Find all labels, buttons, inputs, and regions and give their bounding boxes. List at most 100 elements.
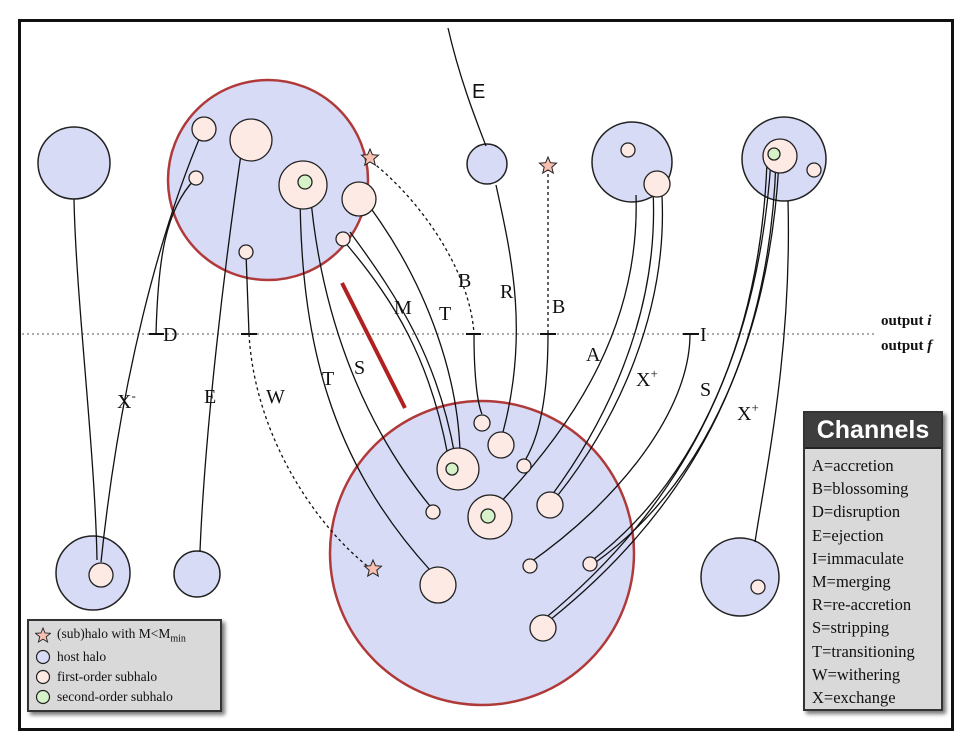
channel-item: R=re-accretion (812, 595, 912, 615)
label-t-low: T (322, 368, 334, 390)
track-e-top (447, 27, 487, 147)
label-x-plus-mid: X+ (636, 366, 658, 391)
track-d (155, 178, 196, 335)
host-halo-top-e (466, 143, 508, 185)
label-a: A (586, 344, 601, 366)
track-x-minus-host (73, 198, 98, 561)
first-order-subhalos (88, 116, 822, 642)
legend-first-text: first-order subhalo (57, 669, 158, 684)
label-b-right: B (552, 296, 565, 318)
symbol-legend-box: (sub)halo with M<Mmin host halo first-or… (27, 619, 222, 712)
track-s-low (309, 189, 431, 507)
label-t-mid: T (439, 303, 451, 325)
trajectory-lines (73, 27, 790, 621)
legend-row-second: second-order subhalo (35, 686, 173, 708)
host-halo-top-left (37, 126, 111, 200)
subhalo (750, 579, 766, 595)
channel-item: A=accretion (812, 456, 894, 475)
track-t-mid (371, 209, 461, 453)
subhalo (238, 244, 254, 260)
star-icon (360, 147, 380, 167)
track-r (495, 184, 517, 433)
channel-item: E=ejection (812, 525, 884, 545)
dashed-trajectories (248, 161, 549, 569)
label-d: D (163, 324, 177, 346)
subhalo (335, 231, 351, 247)
channel-item: S=stripping (812, 618, 890, 638)
star-icon (35, 627, 51, 643)
subhalo (487, 431, 515, 459)
host-halo-bottom-right (700, 537, 780, 617)
star-icon (363, 558, 383, 578)
second-order-subhalo (767, 147, 781, 161)
track-b-left (473, 333, 483, 415)
legend-row-host: host halo (35, 646, 106, 668)
label-w: W (266, 386, 285, 408)
label-r: R (500, 281, 514, 303)
low-mass-stars (360, 147, 558, 578)
label-e-top: E (472, 81, 485, 103)
subhalo (536, 491, 564, 519)
channel-item: T=transitioning (812, 641, 915, 661)
host-halo-top-big (166, 78, 370, 282)
subhalo (425, 504, 441, 520)
channel-item: I=immaculate (812, 548, 904, 568)
subhalo (516, 458, 532, 474)
output-i-label: output i (881, 313, 932, 329)
label-s-right: S (700, 379, 711, 401)
host-halo-icon (35, 649, 51, 665)
second-order-subhalo (480, 508, 496, 524)
second-order-subhalo (297, 174, 313, 190)
star-icon (538, 155, 558, 175)
subhalo (341, 181, 377, 217)
track-m-2 (349, 231, 456, 457)
subhalo (419, 566, 457, 604)
subhalo (191, 116, 217, 142)
legend-second-text: second-order subhalo (57, 689, 173, 704)
label-s-low: S (354, 357, 365, 379)
subhalo (643, 170, 671, 198)
track-e-left (199, 140, 244, 552)
output-f-label: output f (881, 338, 934, 354)
channel-item: X=exchange (812, 688, 896, 708)
label-m: M (394, 297, 412, 319)
legend-star-text: (sub)halo with M<Mmin (57, 625, 186, 645)
track-x-plus-mid-2 (557, 195, 664, 496)
subhalo (229, 118, 273, 162)
subhalo (806, 162, 822, 178)
subhalo (88, 562, 114, 588)
channel-item: B=blossoming (812, 479, 909, 499)
track-x-plus-right-2 (549, 159, 777, 621)
subhalo (529, 614, 557, 642)
first-order-subhalo-icon (35, 669, 51, 685)
channels-list: A=accretion B=blossoming D=disruption E=… (812, 454, 915, 709)
subhalo (582, 556, 598, 572)
track-i (527, 333, 691, 565)
legend-host-text: host halo (57, 649, 107, 664)
track-x-minus-sub (100, 129, 204, 563)
subhalo (473, 414, 491, 432)
second-order-subhalos (297, 147, 781, 524)
subhalo (188, 170, 204, 186)
legend-row-star: (sub)halo with M<Mmin (35, 624, 186, 646)
subhalo (522, 558, 538, 574)
subhalo (620, 142, 636, 158)
track-x-plus-right-host (754, 200, 790, 543)
channels-title: Channels (805, 413, 941, 449)
label-x-plus-right: X+ (737, 400, 759, 425)
host-merger-connector (340, 282, 407, 409)
track-w-dashed (248, 333, 371, 569)
track-b-left-dashed (371, 161, 475, 335)
host-halo-bottom-left2 (173, 550, 221, 598)
track-m-1 (341, 238, 449, 457)
channel-item: W=withering (812, 664, 901, 684)
label-e-left: E (204, 386, 216, 408)
track-b-right (523, 333, 549, 463)
second-order-subhalo (445, 462, 459, 476)
track-t-low (299, 186, 431, 571)
label-i: I (700, 324, 707, 346)
track-w-stub (245, 252, 250, 335)
channels-legend-box: Channels A=accretion B=blossoming D=disr… (803, 411, 943, 711)
legend-row-first: first-order subhalo (35, 666, 157, 688)
